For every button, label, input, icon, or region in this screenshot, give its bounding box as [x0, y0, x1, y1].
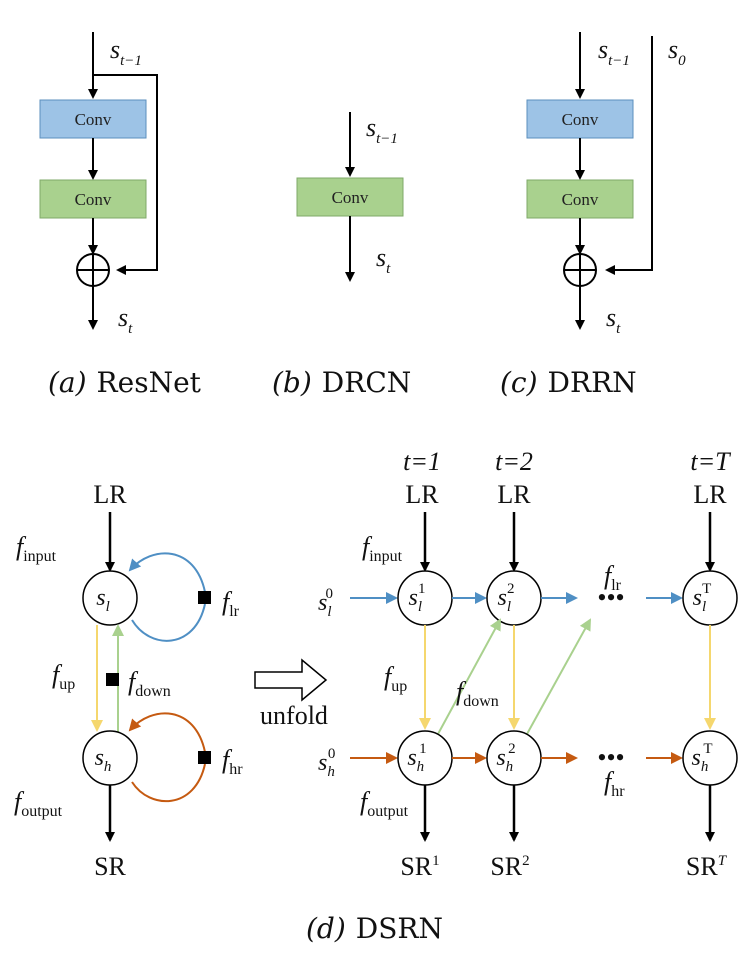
lr-label: LR	[405, 480, 439, 509]
t1-label: t=1	[403, 447, 441, 476]
conv-label: Conv	[75, 110, 112, 129]
caption-b: (b)DRCN	[272, 366, 411, 399]
tT-label: t=T	[690, 447, 731, 476]
panel-c-drrn: Conv Conv st−1 s0 st (c)DRRN	[500, 32, 686, 399]
node-s-l	[82, 570, 138, 626]
node-label: sh2	[496, 741, 515, 775]
output-state-label: st	[606, 303, 621, 337]
sr-2-label: SR2	[490, 852, 529, 881]
node-s-h	[82, 730, 138, 786]
initial-state-label: s0	[668, 35, 686, 69]
node-label: slT	[693, 581, 712, 615]
f-hr-label: fhr	[604, 767, 625, 800]
node-s-l-T	[682, 570, 738, 626]
node-s-l-label: sl	[96, 585, 110, 615]
output-state-label: st	[118, 303, 133, 337]
f-up-label: fup	[52, 660, 75, 693]
lr-label: LR	[497, 480, 531, 509]
node-label: shT	[691, 741, 712, 775]
sr-T-label: SRT	[686, 852, 728, 881]
s-l-0-label: sl0	[318, 586, 333, 620]
f-lr-node	[198, 591, 211, 604]
ellipsis-hr: •••	[597, 743, 624, 772]
input-state-label: st−1	[110, 35, 142, 69]
unfold-arrow: unfold	[254, 658, 328, 730]
f-down-label: fdown	[456, 677, 499, 710]
panel-a-resnet: Conv Conv st−1 st (a)ResNet	[39, 32, 202, 399]
node-s-h-2	[486, 730, 542, 786]
f-hr-node	[198, 751, 211, 764]
caption-a: (a)ResNet	[48, 366, 202, 399]
f-lr-label: flr	[604, 561, 622, 594]
panel-d-folded: LR finput sl flr fup fdown sh fhr foutpu…	[14, 480, 243, 881]
input-state-label: st−1	[366, 113, 398, 147]
sr-label: SR	[94, 852, 126, 881]
lr-label: LR	[93, 480, 127, 509]
sum-node	[563, 253, 597, 287]
node-s-l-2	[486, 570, 542, 626]
conv-label: Conv	[332, 188, 369, 207]
f-input-label: finput	[16, 532, 57, 565]
conv-block-2	[526, 179, 634, 219]
output-state-label: st	[376, 243, 391, 277]
node-s-h-1	[397, 730, 453, 786]
ellipsis-lr: •••	[597, 583, 624, 612]
f-down-node	[106, 673, 119, 686]
f-output-label: foutput	[360, 787, 409, 820]
conv-label: Conv	[562, 190, 599, 209]
node-s-l-1	[397, 570, 453, 626]
unfold-label: unfold	[260, 701, 328, 730]
node-label: sl1	[408, 581, 425, 615]
caption-c: (c)DRRN	[500, 366, 637, 399]
f-up-label: fup	[384, 662, 407, 695]
sr-1-label: SR1	[400, 852, 439, 881]
f-down-label: fdown	[128, 667, 171, 700]
node-label: sl2	[497, 581, 514, 615]
f-lr-label: flr	[222, 587, 240, 620]
f-hr-label: fhr	[222, 745, 243, 778]
sum-node	[76, 253, 110, 287]
node-label: sh1	[407, 741, 426, 775]
lr-label: LR	[693, 480, 727, 509]
conv-block-2	[39, 179, 147, 219]
caption-d: (d)DSRN	[306, 912, 443, 945]
s-h-0-label: sh0	[318, 746, 335, 780]
input-state-label: st−1	[598, 35, 630, 69]
f-output-label: foutput	[14, 787, 63, 820]
panel-b-drcn: Conv st−1 st (b)DRCN	[272, 112, 411, 399]
node-s-h-label: sh	[95, 745, 112, 775]
conv-block-1	[526, 99, 634, 139]
f-input-label: finput	[362, 532, 403, 565]
conv-label: Conv	[75, 190, 112, 209]
conv-label: Conv	[562, 110, 599, 129]
panel-d-unfolded: t=1 t=2 t=T LR LR LR finput sl0 sl1 sl2 …	[318, 447, 738, 881]
t2-label: t=2	[495, 447, 533, 476]
